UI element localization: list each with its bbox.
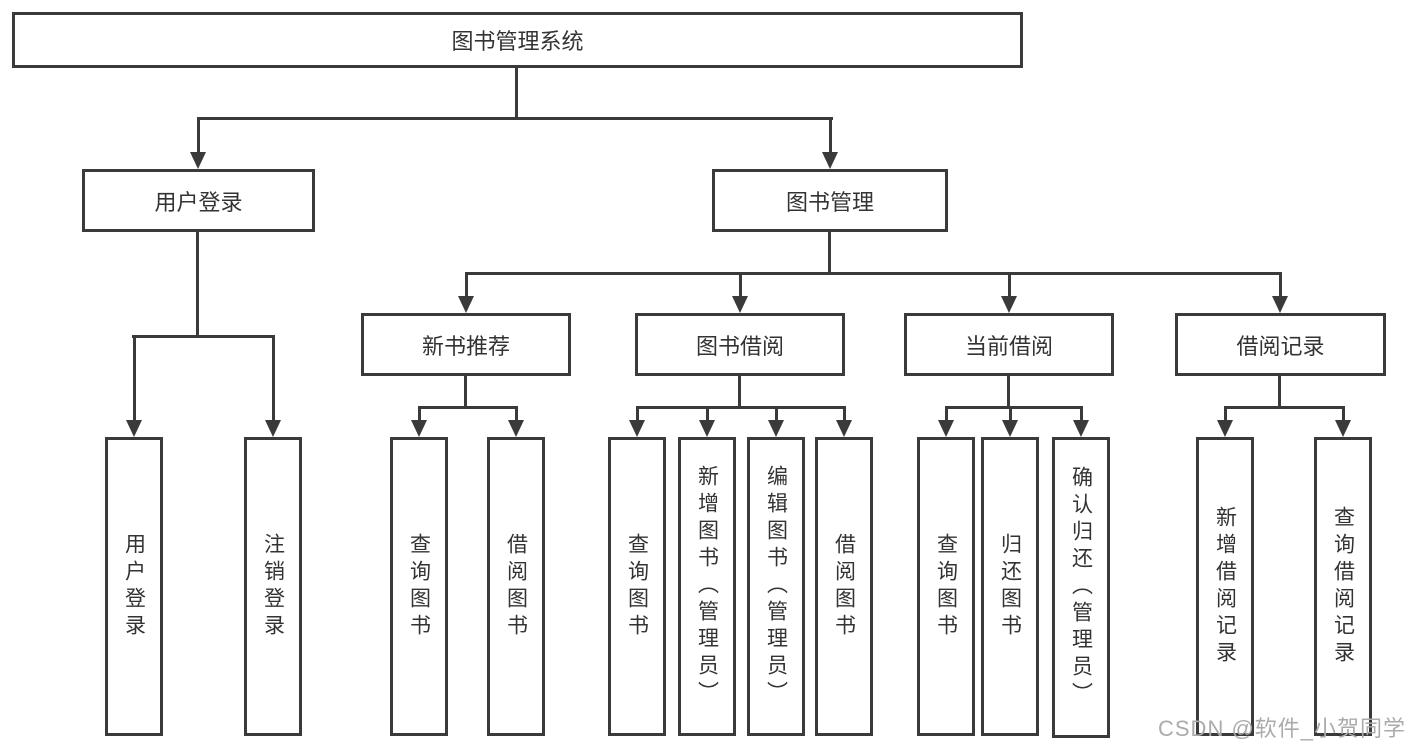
leaf-borrow-query-books: 查询图书 xyxy=(608,437,666,736)
leaf-label: 注销登录 xyxy=(261,532,285,641)
arrow-to-borrow-records xyxy=(1272,273,1289,313)
leaf-label: 归还图书 xyxy=(998,532,1022,641)
leaf-newbook-borrow-books: 借阅图书 xyxy=(487,437,545,736)
arrow-to-leaf-login-logout xyxy=(265,337,282,437)
arrow-to-new-book xyxy=(458,273,475,313)
connector-current-borrow-stem xyxy=(1007,376,1010,408)
leaf-label: 借阅图书 xyxy=(504,532,528,641)
connector-borrow-records-stem xyxy=(1278,376,1281,408)
arrow-to-leaf-borrow-add xyxy=(699,408,716,437)
arrow-to-leaf-borrow-query xyxy=(629,408,646,437)
connector-book-borrow-bar xyxy=(636,406,846,409)
leaf-records-query-record: 查询借阅记录 xyxy=(1314,437,1372,736)
arrow-to-current-borrow xyxy=(1001,273,1018,313)
connector-borrow-records-bar xyxy=(1224,406,1345,409)
node-borrow-records: 借阅记录 xyxy=(1175,313,1386,376)
node-label: 当前借阅 xyxy=(964,333,1053,359)
leaf-current-return-books: 归还图书 xyxy=(981,437,1039,736)
arrow-to-leaf-records-query xyxy=(1335,408,1352,437)
connector-user-login-stem xyxy=(196,232,199,337)
node-label: 借阅记录 xyxy=(1236,333,1325,359)
node-user-login: 用户登录 xyxy=(82,169,315,232)
arrow-to-leaf-login-user xyxy=(126,337,143,437)
node-label: 图书管理系统 xyxy=(451,29,584,54)
node-library-system: 图书管理系统 xyxy=(12,12,1023,68)
connector-root-stem xyxy=(515,68,518,119)
leaf-label: 用户登录 xyxy=(122,532,146,641)
leaf-borrow-add-books-admin: 新增图书（管理员） xyxy=(678,437,736,736)
leaf-borrow-edit-books-admin: 编辑图书（管理员） xyxy=(747,437,805,736)
node-current-borrow: 当前借阅 xyxy=(904,313,1114,376)
arrow-to-leaf-newbook-borrow xyxy=(508,408,525,437)
arrow-to-book-borrow xyxy=(732,273,749,313)
node-label: 新书推荐 xyxy=(421,333,510,359)
connector-book-mgmt-bar xyxy=(465,272,1282,275)
leaf-label: 查询图书 xyxy=(407,532,431,641)
connector-new-book-stem xyxy=(464,376,467,408)
leaf-borrow-borrow-books: 借阅图书 xyxy=(815,437,873,736)
connector-user-login-bar xyxy=(132,335,275,338)
node-label: 图书借阅 xyxy=(695,333,784,359)
leaf-logout: 注销登录 xyxy=(244,437,302,736)
leaf-user-login: 用户登录 xyxy=(105,437,163,736)
leaf-current-confirm-return-admin: 确认归还（管理员） xyxy=(1052,437,1110,738)
arrow-to-leaf-newbook-query xyxy=(411,408,428,437)
leaf-newbook-query-books: 查询图书 xyxy=(390,437,448,736)
arrow-to-leaf-current-query xyxy=(938,408,955,437)
node-label: 图书管理 xyxy=(785,189,874,215)
connector-current-borrow-bar xyxy=(945,406,1083,409)
arrow-to-leaf-borrow-edit xyxy=(768,408,785,437)
leaf-label: 查询图书 xyxy=(625,532,649,641)
leaf-label: 查询借阅记录 xyxy=(1331,505,1355,668)
arrow-to-leaf-borrow-borrow xyxy=(836,408,853,437)
watermark: CSDN @软件_小贺同学 xyxy=(1158,716,1405,741)
connector-book-mgmt-stem xyxy=(828,232,831,274)
leaf-label: 新增图书（管理员） xyxy=(695,465,719,708)
connector-root-bar xyxy=(197,117,833,120)
arrow-to-leaf-current-return xyxy=(1002,408,1019,437)
leaf-label: 新增借阅记录 xyxy=(1213,505,1237,668)
node-label: 用户登录 xyxy=(154,189,243,215)
leaf-label: 借阅图书 xyxy=(832,532,856,641)
node-new-book-recommend: 新书推荐 xyxy=(361,313,571,376)
node-book-management: 图书管理 xyxy=(712,169,948,232)
arrow-to-leaf-records-add xyxy=(1217,408,1234,437)
leaf-label: 确认归还（管理员） xyxy=(1069,466,1093,709)
node-book-borrow: 图书借阅 xyxy=(635,313,845,376)
leaf-records-add-record: 新增借阅记录 xyxy=(1196,437,1254,736)
leaf-label: 编辑图书（管理员） xyxy=(764,465,788,708)
arrow-to-user-login xyxy=(190,118,207,169)
arrow-to-book-management xyxy=(822,118,839,169)
leaf-current-query-books: 查询图书 xyxy=(917,437,975,736)
arrow-to-leaf-current-confirm xyxy=(1073,408,1090,437)
leaf-label: 查询图书 xyxy=(934,532,958,641)
connector-book-borrow-stem xyxy=(738,376,741,408)
connector-new-book-bar xyxy=(418,406,518,409)
